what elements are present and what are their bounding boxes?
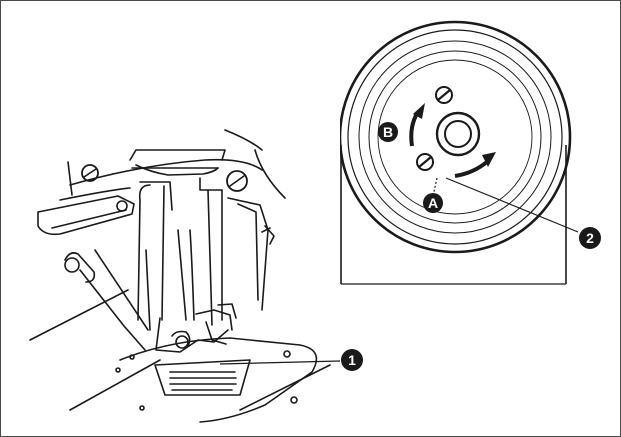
screw-upper-icon bbox=[435, 86, 453, 104]
presser-foot-assembly bbox=[29, 129, 331, 423]
screw-lower-icon bbox=[416, 153, 434, 171]
leader-line-2 bbox=[445, 177, 579, 233]
marker-a-badge: A bbox=[423, 193, 443, 213]
callout-1-text: 1 bbox=[348, 352, 356, 368]
callout-2-badge: 2 bbox=[579, 227, 601, 249]
callout-1-badge: 1 bbox=[341, 349, 363, 371]
marker-b-text: B bbox=[383, 124, 393, 140]
callout-2-text: 2 bbox=[586, 230, 594, 246]
marker-a-text: A bbox=[428, 195, 438, 211]
head-screw-left-icon bbox=[81, 164, 99, 182]
rotation-arrow-a-icon bbox=[454, 152, 496, 178]
handwheel-detail bbox=[340, 20, 572, 285]
leader-line-1 bbox=[219, 360, 341, 365]
hub-bore bbox=[444, 120, 472, 148]
rotation-arrow-b-icon bbox=[409, 103, 425, 147]
hub-outer-ring bbox=[435, 111, 481, 157]
head-screw-right-icon bbox=[226, 170, 248, 192]
marker-b-badge: B bbox=[378, 122, 398, 142]
